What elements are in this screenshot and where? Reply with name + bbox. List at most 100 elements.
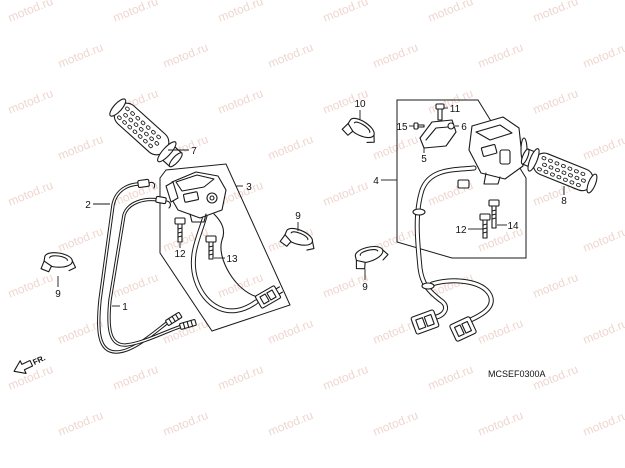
grip-rib (145, 125, 151, 130)
grip-rib (154, 141, 160, 146)
right-harness-connector-b (449, 316, 477, 342)
right-handlebar-grip (520, 148, 598, 194)
callout-13: 13 (226, 254, 238, 265)
callout-4: 4 (373, 176, 379, 187)
grip-rib (140, 120, 146, 126)
watermark-text: motod.ru (6, 86, 55, 117)
grip-rib (576, 182, 581, 188)
grip-rib (537, 167, 542, 172)
left-screw-13 (205, 235, 217, 260)
grip-rib (541, 156, 547, 161)
watermark-text: motod.ru (371, 132, 420, 163)
watermark-text: motod.ru (161, 40, 210, 71)
throttle-cables (97, 178, 197, 354)
grip-rib (151, 130, 156, 135)
grip-rib (581, 178, 586, 183)
left-screw-12 (174, 217, 186, 243)
drawing-code: MCSEF0300A (488, 369, 546, 379)
callout-15: 15 (396, 122, 408, 133)
grip-rib (135, 115, 141, 121)
watermark-text: motod.ru (216, 86, 265, 117)
left-switch-harness (190, 213, 284, 314)
watermark-text: motod.ru (581, 316, 625, 347)
callout-8: 8 (561, 196, 567, 207)
grip-rib (128, 117, 134, 123)
harness-band-lower (421, 282, 435, 290)
watermark-text: motod.ru (321, 0, 370, 25)
watermark-text: motod.ru (216, 362, 265, 393)
harness-clamp (457, 179, 470, 189)
cable-b-top-hook (165, 200, 171, 209)
left-harness-connector (254, 285, 284, 309)
callout-labels: 7 2 3 9 12 13 9 1 10 11 15 6 5 4 8 12 14… (55, 99, 567, 313)
watermark-text: motod.ru (476, 40, 525, 71)
watermark-text: motod.ru (531, 0, 580, 25)
watermark-text: motod.ru (476, 408, 525, 439)
callout-9-middle: 9 (295, 211, 301, 222)
cable-b-top-fitting (155, 195, 167, 205)
grip-rib (542, 162, 547, 167)
watermark-text: motod.ru (266, 408, 315, 439)
grip-rib (567, 166, 573, 171)
callout-9-right: 9 (362, 282, 368, 293)
grip-rib (561, 170, 567, 175)
left-switch-housing (165, 171, 227, 223)
callout-10: 10 (354, 99, 366, 110)
callout-1: 1 (122, 302, 128, 313)
watermark-text: motod.ru (111, 0, 160, 25)
grip-rib (132, 129, 138, 135)
grip-rib (143, 138, 148, 144)
watermark-text: motod.ru (581, 408, 625, 439)
right-grip-ribs (537, 156, 586, 188)
watermark-text: motod.ru (56, 40, 105, 71)
grip-rib (556, 175, 562, 180)
grip-rib (127, 124, 133, 130)
grip-rib (149, 136, 154, 141)
watermark-text: motod.ru (266, 40, 315, 71)
front-arrow-icon (13, 359, 34, 374)
right-harness-connector-a (410, 309, 440, 335)
grip-rib (548, 158, 553, 163)
watermark-text: motod.ru (371, 40, 420, 71)
watermark-text: motod.ru (581, 132, 625, 163)
watermark-text: motod.ru (56, 224, 105, 255)
callout-12-left: 12 (174, 249, 186, 260)
cable-a-top-fitting (137, 178, 150, 189)
grip-rib (130, 111, 135, 116)
bracket-screw-11 (435, 103, 445, 121)
grip-rib (133, 122, 139, 127)
watermark-text: motod.ru (531, 86, 580, 117)
watermark-text: motod.ru (581, 40, 625, 71)
cable-a-adjuster (165, 311, 183, 326)
callout-9-left: 9 (55, 289, 61, 300)
callout-6: 6 (461, 122, 467, 133)
watermark-text: motod.ru (426, 362, 475, 393)
watermark-text: motod.ru (111, 270, 160, 301)
cable-b-adjuster (179, 319, 197, 330)
bracket-screw-15 (413, 122, 425, 130)
right-switch-harness (410, 165, 494, 342)
grip-rib (574, 169, 579, 174)
grip-rib (148, 143, 153, 149)
callout-12-right: 12 (455, 225, 467, 236)
left-throttle-grip (109, 98, 183, 168)
leader-lines (57, 107, 565, 307)
band-clip-10 (341, 117, 375, 143)
left-grip-ribs (117, 106, 161, 149)
harness-band-upper (412, 208, 426, 216)
grip-rib (156, 134, 161, 140)
left-switch-assembly-box (159, 163, 291, 332)
grip-rib (550, 172, 555, 177)
watermark-text: motod.ru (111, 362, 160, 393)
watermark-text: motod.ru (161, 408, 210, 439)
grip-rib (563, 177, 568, 182)
throttle-cable-b-core (108, 198, 183, 346)
watermark-text: motod.ru (216, 0, 265, 25)
right-switch-assembly-box (396, 99, 527, 259)
grip-rib (574, 175, 580, 181)
callout-14: 14 (507, 221, 519, 232)
grip-rib (117, 115, 122, 120)
right-screw-12 (479, 213, 491, 239)
grip-rib (554, 161, 560, 166)
